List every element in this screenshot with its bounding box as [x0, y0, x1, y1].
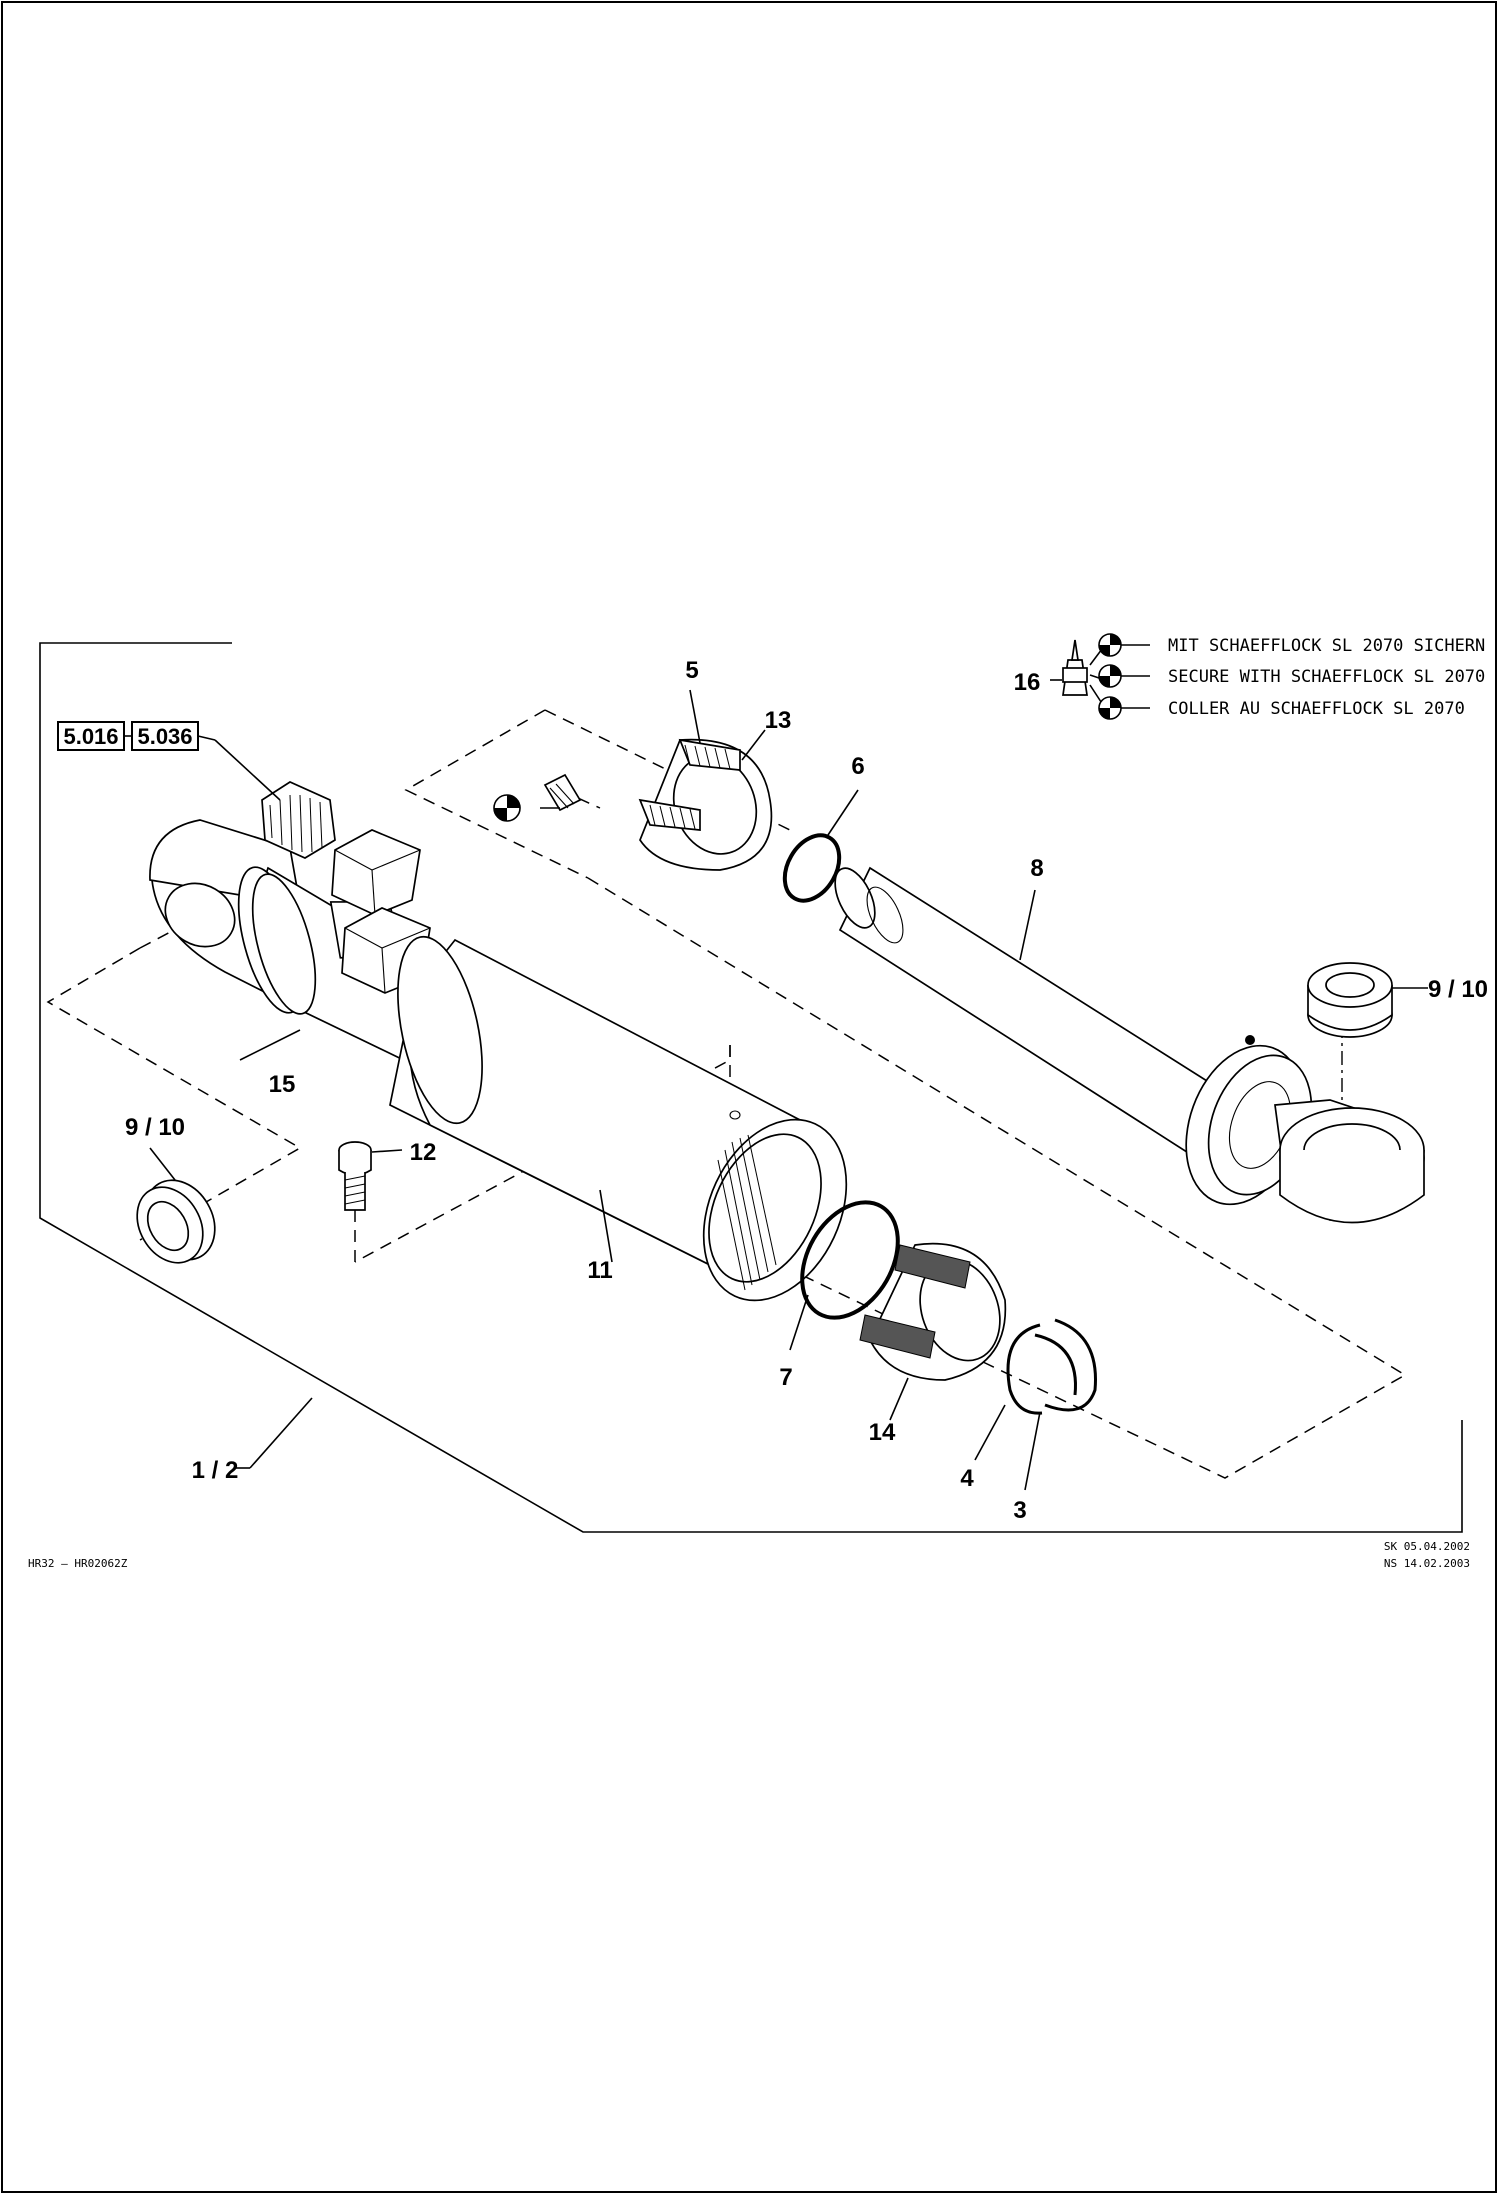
bushing-left-part-9-10 [136, 1147, 216, 1264]
callout-1-2: 1 / 2 [192, 1457, 239, 1484]
reference-boxes: 5.016 5.036 [57, 721, 216, 751]
note-fr: COLLER AU SCHAEFFLOCK SL 2070 [1168, 699, 1465, 719]
callout-8: 8 [1030, 855, 1043, 882]
callout-13: 13 [765, 707, 792, 734]
assembly-frame [39, 642, 1463, 1533]
callouts: 1 / 2 3 4 5 6 7 8 9 / 10 9 / 10 11 12 13… [125, 657, 1488, 1524]
callout-9-10-left: 9 / 10 [125, 1114, 185, 1141]
o-ring-part-6 [782, 789, 859, 903]
circlip-part-3 [1024, 1318, 1097, 1491]
gland-part-13 [638, 689, 773, 871]
callout-12: 12 [410, 1139, 437, 1166]
callout-16: 16 [1014, 669, 1041, 696]
adhesive-tube-part-16 [1050, 639, 1106, 709]
callout-3: 3 [1013, 1497, 1026, 1524]
note-de: MIT SCHAEFFLOCK SL 2070 SICHERN [1168, 636, 1485, 656]
signature-1: SK 05.04.2002 [1384, 1540, 1470, 1553]
callout-15: 15 [269, 1071, 296, 1098]
piston-rod-part-8 [834, 866, 1425, 1224]
retaining-ring-part-4 [974, 1323, 1043, 1461]
drawing-id: HR32 – HR02062Z [28, 1557, 128, 1570]
locking-symbol-en [1098, 664, 1150, 688]
callout-11: 11 [587, 1257, 612, 1284]
callout-5: 5 [685, 657, 698, 684]
leader-lines [235, 1029, 613, 1469]
callout-14: 14 [869, 1419, 896, 1446]
bushing-right-part-9-10 [1307, 962, 1428, 1038]
footer: HR32 – HR02062Z SK 05.04.2002 NS 14.02.2… [28, 1540, 1470, 1570]
callout-4: 4 [960, 1465, 974, 1492]
cylinder-barrel-part-11 [389, 935, 848, 1302]
breather-fitting [214, 739, 336, 859]
locking-symbol-fr [1098, 696, 1150, 720]
ref-box-5-016: 5.016 [63, 724, 118, 749]
callout-9-10-right: 9 / 10 [1428, 976, 1488, 1003]
screw-part-12 [338, 1141, 403, 1211]
piston-part-14 [859, 1242, 1007, 1421]
cylinder-tube-part-15 [149, 819, 447, 1082]
signature-2: NS 14.02.2003 [1384, 1557, 1470, 1570]
note-en: SECURE WITH SCHAEFFLOCK SL 2070 [1168, 667, 1485, 687]
locking-symbol-de [1098, 633, 1150, 657]
callout-7: 7 [779, 1364, 792, 1391]
set-screw [493, 773, 582, 822]
ref-box-5-036: 5.036 [137, 724, 192, 749]
callout-6: 6 [851, 753, 864, 780]
o-ring-part-7 [789, 1200, 900, 1351]
